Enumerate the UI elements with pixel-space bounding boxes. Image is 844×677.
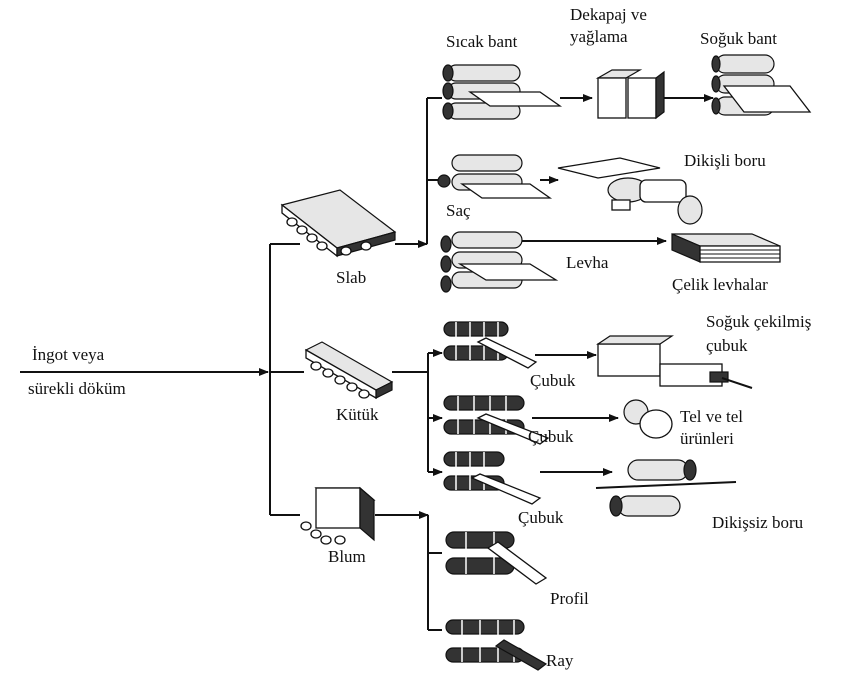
- wire-coil-illustration: [623, 399, 673, 439]
- wire-label-line1: Tel ve tel: [680, 407, 743, 426]
- cold-strip-label: Soğuk bant: [700, 29, 777, 48]
- hot-strip-label: Sıcak bant: [446, 32, 518, 51]
- slab-illustration: [280, 189, 397, 258]
- cold-strip-illustration: [711, 54, 812, 116]
- bar-label-2: Çubuk: [528, 427, 574, 446]
- steel-plates-label: Çelik levhalar: [672, 275, 768, 294]
- seamless-pipe-mill-illustration: [595, 459, 737, 517]
- blum-label: Blum: [328, 547, 366, 566]
- bar-mill-2-illustration: [443, 395, 550, 445]
- profile-mill-illustration: [445, 531, 548, 585]
- kutuk-label: Kütük: [336, 405, 379, 424]
- wire-label-line2: ürünleri: [680, 429, 734, 448]
- pickling-label-line1: Dekapaj ve: [570, 5, 647, 24]
- cold-drawn-label-line2: çubuk: [706, 336, 748, 355]
- welded-pipe-illustration: [557, 157, 703, 225]
- bar-label-3: Çubuk: [518, 508, 564, 527]
- bar-mill-1-illustration: [443, 321, 538, 369]
- cold-drawing-illustration: [596, 335, 753, 389]
- rail-label: Ray: [546, 651, 574, 670]
- seamless-pipe-label: Dikişsiz boru: [712, 513, 804, 532]
- plate-mill-illustration: [440, 231, 559, 293]
- sheet-mill-illustration: [437, 154, 553, 199]
- bar-label-1: Çubuk: [530, 371, 576, 390]
- bar-mill-3-illustration: [443, 451, 542, 505]
- cold-drawn-label-line1: Soğuk çekilmiş: [706, 312, 811, 331]
- kutuk-illustration: [304, 341, 394, 400]
- input-label-line2: sürekli döküm: [28, 379, 126, 398]
- slab-label: Slab: [336, 268, 366, 287]
- blum-illustration: [300, 486, 376, 545]
- plate-label: Levha: [566, 253, 609, 272]
- welded-pipe-label: Dikişli boru: [684, 151, 766, 170]
- labels: İngot veya sürekli döküm Slab Kütük Blum…: [28, 5, 811, 670]
- pickling-label-line2: yağlama: [570, 27, 628, 46]
- sheet-label: Saç: [446, 201, 471, 220]
- connector-lines: [20, 94, 714, 631]
- rail-mill-illustration: [445, 619, 548, 671]
- profile-label: Profil: [550, 589, 589, 608]
- hot-strip-mill-illustration: [442, 64, 563, 120]
- input-label-line1: İngot veya: [32, 345, 105, 364]
- pickling-illustration: [595, 69, 665, 120]
- steel-plates-stack-illustration: [671, 233, 781, 263]
